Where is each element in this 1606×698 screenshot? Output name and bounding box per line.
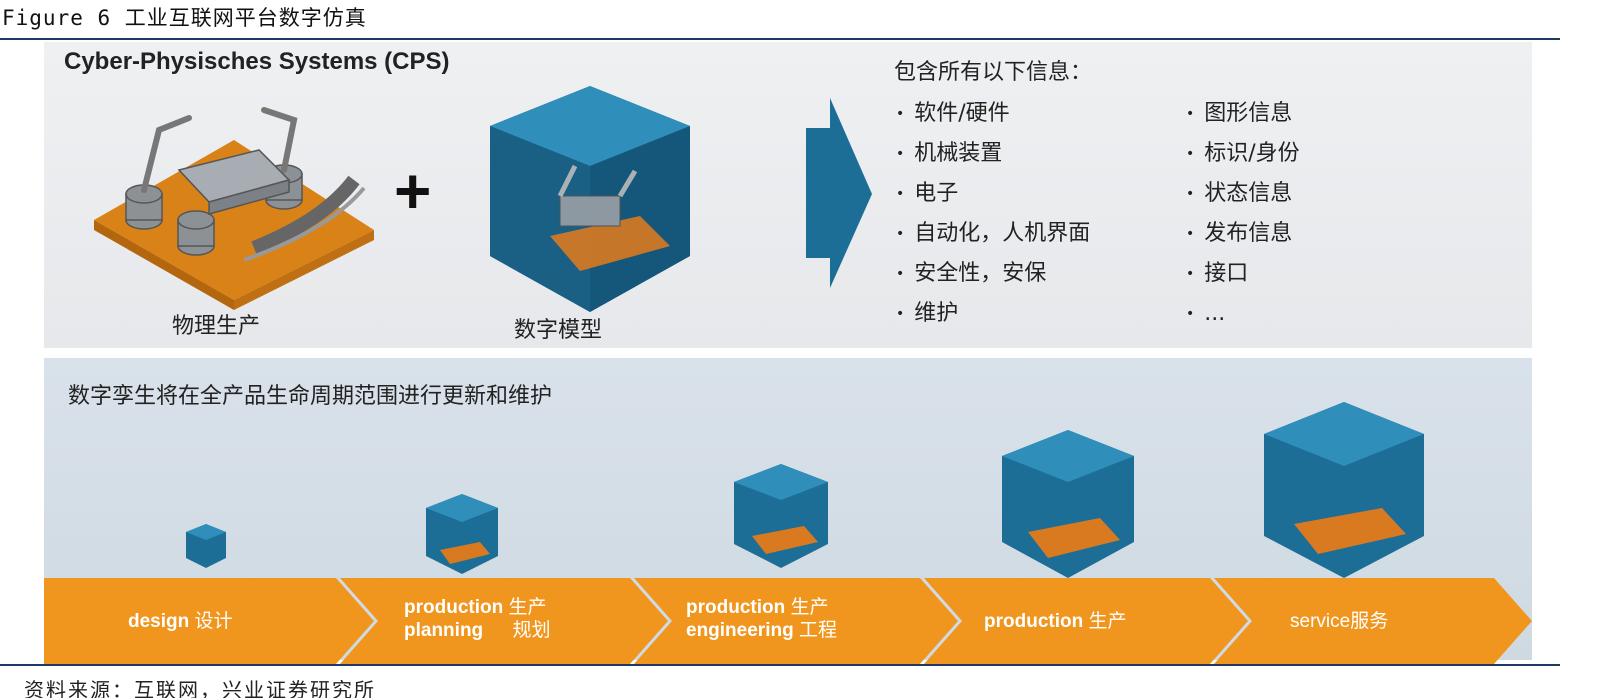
bottom-rule — [0, 664, 1560, 666]
stage-arrows — [44, 578, 1532, 664]
figure-caption: Figure 6 工业互联网平台数字仿真 — [2, 6, 367, 30]
info-item: 机械装置 — [896, 134, 1090, 174]
info-list-right: 图形信息 标识/身份 状态信息 发布信息 接口 ... — [1186, 94, 1300, 334]
source-note: 资料来源：互联网，兴业证券研究所 — [24, 678, 376, 698]
cps-title: Cyber-Physisches Systems (CPS) — [64, 48, 450, 75]
info-item: 接口 — [1186, 254, 1300, 294]
info-item: 电子 — [896, 174, 1090, 214]
cube-stage-3-icon — [734, 464, 828, 568]
cube-stage-1-icon — [186, 524, 226, 568]
stage-arrow-planning — [340, 578, 668, 664]
cube-stage-5-icon — [1264, 402, 1424, 578]
info-item: 图形信息 — [1186, 94, 1300, 134]
info-item: 维护 — [896, 294, 1090, 334]
info-item: 状态信息 — [1186, 174, 1300, 214]
stage-label-planning: production 生产 planning 规划 — [404, 596, 551, 641]
info-item: ... — [1186, 294, 1300, 334]
cps-panel: Cyber-Physisches Systems (CPS) + — [44, 42, 1532, 348]
physical-production-image — [94, 107, 374, 310]
result-arrow-icon — [806, 98, 872, 288]
digital-model-cube-icon — [490, 86, 690, 312]
stage-label-service: service服务 — [1290, 610, 1389, 632]
lifecycle-title: 数字孪生将在全产品生命周期范围进行更新和维护 — [68, 384, 553, 409]
info-list-left: 软件/硬件 机械装置 电子 自动化，人机界面 安全性，安保 维护 — [896, 94, 1090, 334]
digital-caption: 数字模型 — [514, 318, 603, 343]
info-item: 安全性，安保 — [896, 254, 1090, 294]
cube-stage-2-icon — [426, 494, 498, 574]
stage-arrow-engineering — [634, 578, 958, 664]
plus-sign: + — [394, 155, 432, 227]
cube-stage-4-icon — [1002, 430, 1134, 578]
stage-label-design: design 设计 — [128, 610, 233, 632]
info-title: 包含所有以下信息： — [894, 60, 1093, 85]
top-rule — [0, 38, 1560, 40]
stage-label-production: production 生产 — [984, 610, 1127, 632]
info-item: 自动化，人机界面 — [896, 214, 1090, 254]
info-item: 软件/硬件 — [896, 94, 1090, 134]
stage-arrow-design — [44, 578, 374, 664]
info-item: 发布信息 — [1186, 214, 1300, 254]
physical-caption: 物理生产 — [172, 314, 261, 339]
lifecycle-panel: 数字孪生将在全产品生命周期范围进行更新和维护 design 设计 product… — [44, 358, 1532, 664]
stage-arrow-production — [924, 578, 1248, 664]
stage-label-engineering: production 生产 engineering 工程 — [686, 596, 837, 641]
stage-arrow-service — [1214, 578, 1532, 664]
info-item: 标识/身份 — [1186, 134, 1299, 174]
